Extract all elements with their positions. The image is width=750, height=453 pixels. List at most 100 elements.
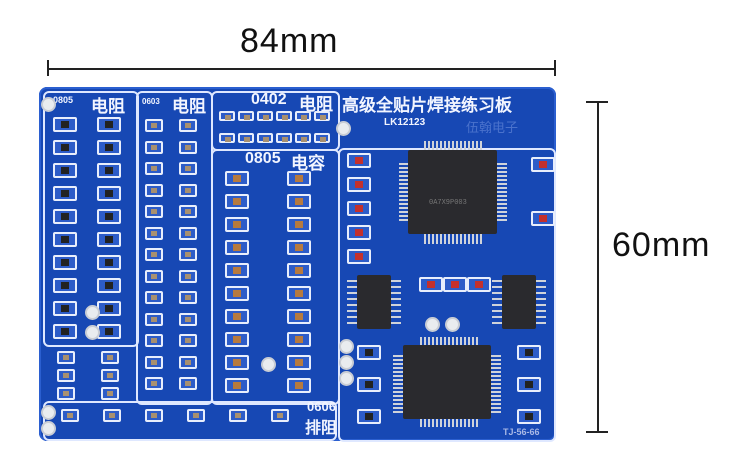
board-model: LK12123 (384, 117, 426, 128)
capacitor-0805-pad (225, 286, 249, 301)
resistor-0603-pad (145, 205, 163, 218)
resistor-0603-pad (179, 248, 197, 261)
height-tick-top (586, 101, 608, 103)
ic-section-resistor-pad (347, 225, 371, 240)
qfp-top-pins-right (497, 163, 507, 221)
resistor-0603-pad (179, 312, 197, 326)
resistor-0603-pad (179, 269, 197, 283)
resistor-pad-small (101, 387, 119, 400)
capacitor-0805-pad (225, 171, 249, 186)
qfp-top-pins-bottom (424, 234, 482, 244)
resistor-0805-pad (53, 209, 77, 224)
width-tick-left (47, 60, 49, 76)
capacitor-0805-pad (225, 378, 249, 393)
capacitor-0805-pad (287, 194, 311, 209)
ic-section-resistor-pad (443, 277, 467, 292)
label-0402-resistor-size: 0402 (251, 91, 287, 108)
label-0402-resistor: 电阻 (299, 95, 333, 114)
capacitor-0805-pad (287, 332, 311, 347)
capacitor-0805-pad (287, 309, 311, 324)
brand-watermark: 伍翰电子 (466, 120, 519, 135)
qfp-top-pins-left (399, 163, 409, 221)
capacitor-0805-pad (287, 378, 311, 393)
resistor-0805-pad (53, 324, 77, 339)
transistor-pad (517, 377, 541, 392)
soic-chip-left (357, 275, 391, 329)
resistor-0402-pad (276, 133, 292, 143)
resistor-0603-pad (179, 226, 197, 240)
ic-section-resistor-pad (419, 277, 443, 292)
resistor-0603-pad (145, 183, 163, 197)
capacitor-0805-pad (287, 171, 311, 186)
qfp-bottom-pins-left (393, 355, 403, 413)
resistor-0402-pad (257, 111, 273, 121)
resistor-0805-pad (97, 324, 121, 339)
resistor-0805-pad (97, 232, 121, 247)
width-tick-right (554, 60, 556, 76)
resistor-0603-pad (179, 377, 197, 390)
ic-section-resistor-pad (531, 157, 555, 172)
label-0805-size: 0805 (53, 95, 74, 105)
mounting-hole (339, 339, 354, 354)
qfp-top-pins (424, 141, 482, 151)
ic-section-resistor-pad (467, 277, 491, 292)
resistor-0603-pad (179, 291, 197, 304)
resistor-0805-pad (97, 209, 121, 224)
resistor-0805-pad (53, 117, 77, 132)
transistor-pad (517, 345, 541, 360)
transistor-pad (357, 377, 381, 392)
capacitor-0805-pad (287, 240, 311, 255)
resistor-0402-pad (314, 111, 330, 121)
mounting-hole (41, 421, 56, 436)
resistor-0603-pad (145, 334, 163, 347)
resistor-0805-pad (97, 278, 121, 293)
resistor-0603-pad (179, 162, 197, 175)
mounting-hole (336, 121, 351, 136)
height-tick-bottom (586, 431, 608, 433)
ic-section-resistor-pad (347, 249, 371, 264)
resistor-0805-pad (53, 232, 77, 247)
resistor-0603-pad (145, 269, 163, 283)
resistor-0402-pad (238, 133, 254, 143)
resistor-0603-pad (145, 377, 163, 390)
resistor-0402-pad (219, 111, 235, 121)
resistor-0603-pad (145, 162, 163, 175)
transistor-pad (517, 409, 541, 424)
capacitor-0805-pad (225, 309, 249, 324)
height-label: 60mm (612, 226, 711, 264)
resistor-0603-pad (179, 355, 197, 369)
resistor-array-0606-pad (61, 409, 79, 422)
mounting-hole (425, 317, 440, 332)
resistor-pad-small (57, 369, 75, 382)
resistor-array-0606-pad (145, 409, 163, 422)
capacitor-0805-pad (287, 263, 311, 278)
resistor-pad-small (57, 351, 75, 364)
resistor-pad-small (101, 351, 119, 364)
resistor-0603-pad (179, 334, 197, 347)
resistor-0402-pad (295, 111, 311, 121)
mounting-hole (445, 317, 460, 332)
qfp-bottom-pins (420, 337, 478, 347)
capacitor-0805-pad (225, 217, 249, 232)
height-dimension-line (597, 101, 599, 432)
chip-marking: 0A7X9P003 (429, 199, 467, 207)
resistor-0805-pad (53, 163, 77, 178)
resistor-0805-pad (97, 117, 121, 132)
resistor-0603-pad (145, 291, 163, 304)
ic-section-resistor-pad (347, 153, 371, 168)
resistor-0603-pad (179, 119, 197, 132)
resistor-0603-pad (179, 140, 197, 154)
soic-chip-right (502, 275, 536, 329)
mounting-hole (41, 97, 56, 112)
resistor-0805-pad (97, 163, 121, 178)
mounting-hole (261, 357, 276, 372)
resistor-0603-pad (145, 140, 163, 154)
resistor-0402-pad (295, 133, 311, 143)
capacitor-0805-pad (225, 240, 249, 255)
resistor-array-0606-pad (187, 409, 205, 422)
label-0805-capacitor-size: 0805 (245, 150, 281, 167)
resistor-0603-pad (145, 355, 163, 369)
resistor-0603-pad (145, 312, 163, 326)
ic-section-resistor-pad (531, 211, 555, 226)
resistor-0603-pad (179, 205, 197, 218)
